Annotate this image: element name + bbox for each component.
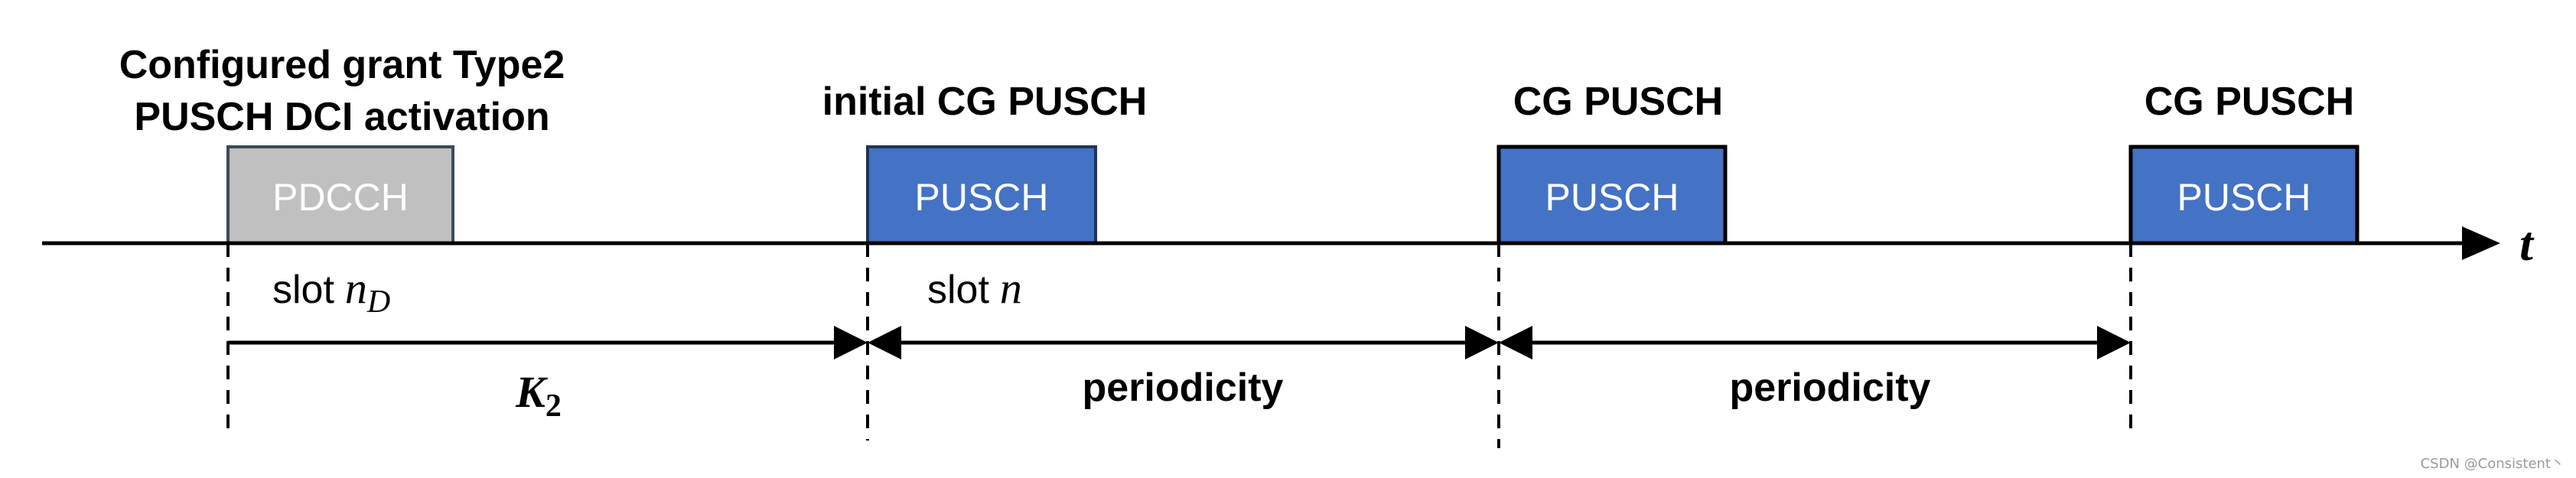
pusch-box-3-label: PUSCH: [2177, 176, 2311, 219]
activation-heading-line2: PUSCH DCI activation: [134, 95, 549, 139]
pdcch-box: [226, 145, 454, 245]
k2-label: K2: [515, 367, 562, 424]
pusch-box-2-label: PUSCH: [1545, 176, 1679, 219]
pusch-box-1: [866, 145, 1097, 245]
cg-pusch-label-2: CG PUSCH: [1513, 80, 1723, 124]
pusch-box-3: [2128, 145, 2359, 246]
pdcch-box-label: PDCCH: [272, 176, 409, 219]
activation-heading-line1: Configured grant Type2: [119, 43, 565, 87]
cg-pusch-label-3: CG PUSCH: [2144, 80, 2354, 124]
time-axis-arrowhead: [2462, 226, 2500, 260]
periodicity-2-label: periodicity: [1730, 366, 1931, 410]
periodicity-1-left-arrowhead: [868, 326, 901, 359]
periodicity-1-label: periodicity: [1083, 366, 1284, 410]
time-axis-label: t: [2519, 216, 2535, 271]
periodicity-2-right-arrowhead: [2097, 326, 2131, 359]
periodicity-2-left-arrowhead: [1499, 326, 1532, 359]
pusch-block-2: PUSCH: [1496, 145, 1728, 246]
pusch-box-1-label: PUSCH: [914, 176, 1048, 219]
periodicity-1-right-arrowhead: [1465, 326, 1499, 359]
watermark-text: CSDN @Consistent丶: [2421, 456, 2565, 472]
pusch-block-1: PUSCH: [866, 145, 1097, 245]
k2-arrowhead: [834, 326, 868, 359]
initial-cg-pusch-label: initial CG PUSCH: [822, 80, 1148, 124]
pusch-block-3: PUSCH: [2128, 145, 2359, 246]
pdcch-block: PDCCH: [226, 145, 454, 245]
